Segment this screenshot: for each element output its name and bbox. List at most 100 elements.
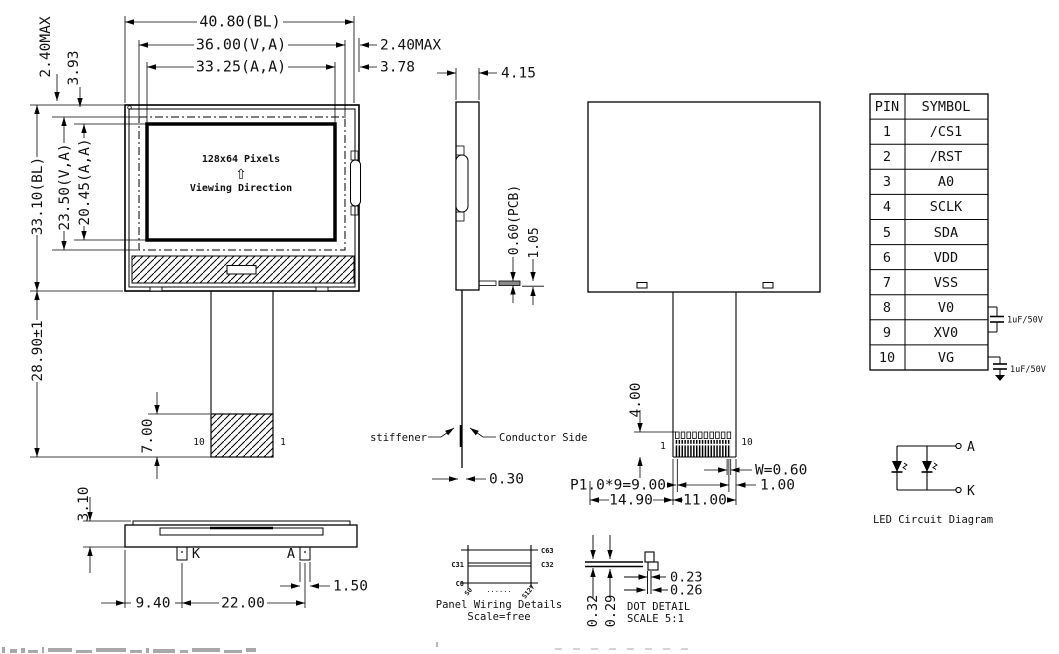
dim-tail-length: 28.90±1 [30,320,46,381]
dot-cell [644,551,655,563]
bottom-view-dimensions [83,497,330,608]
led-anode-label: A [967,440,975,455]
table-cell: VDD [934,250,958,266]
dim-edge-margin: 1.00 [760,478,795,494]
dim-contact-length: 7.00 [140,419,156,454]
wiring-dots: ...... [486,586,511,594]
dim-k-offset: 9.40 [136,596,171,612]
led-cathode-label: K [967,484,975,499]
cap1-label: 1uF/50V [1007,316,1043,326]
corner-mark [127,105,132,110]
cathode-terminal [955,486,962,494]
table-cell: SDA [934,225,958,241]
dim-width-bl: 40.80(BL) [199,13,280,31]
tail-pin1-label: 1 [280,437,286,448]
panel-wiring-diagram [461,545,538,588]
contact-comb [675,431,732,457]
dim-width-aa: 33.25(A,A) [196,58,286,76]
stiffener-label: stiffener [370,432,427,444]
dot-cell [647,561,659,571]
active-area-outline [145,122,337,242]
table-cell: 3 [883,174,891,190]
dim-height-va: 23.50(V,A) [57,143,73,230]
table-cell: 5 [883,225,891,241]
wiring-c31-label: C31 [451,561,464,569]
anode-terminal [955,442,962,450]
dim-offset: 14.90 [609,493,653,509]
table-cell: XV0 [934,325,958,341]
table-cell: 10 [879,350,895,366]
table-cell: 1 [883,124,891,140]
dim-side-width: 4.15 [501,66,536,82]
pin-a [299,546,311,561]
led-icon [892,461,902,472]
ground-icon [995,375,1005,381]
wiring-c0-label: C0 [456,580,464,588]
table-cell: 4 [883,199,891,215]
panel-wiring-title: Panel Wiring Details [436,599,562,611]
dim-fpc-thickness: 0.30 [489,472,524,488]
table-cell: 7 [883,275,891,291]
table-cell: A0 [938,174,954,190]
table-cell: 9 [883,325,891,341]
dim-tooth-width: W=0.60 [755,463,807,479]
dim-top-right-max: 2.40MAX [380,38,441,54]
viewing-area-outline [138,116,346,251]
dim-dot-h2: 0.29 [603,595,619,628]
dim-dot-w2: 0.26 [670,583,703,599]
dim-tail-width: 11.00 [683,493,727,509]
pin-table-header-symbol: SYMBOL [922,99,971,115]
rear-view-dimensions [589,410,756,505]
side-view [455,101,521,468]
dim-dot-w1: 0.23 [670,570,703,586]
capacitor-circuit [988,306,1007,381]
dim-total-thickness: 1.05 [527,227,542,258]
pin-table-header-pin: PIN [875,99,899,115]
front-top-dimensions [54,16,377,125]
dot-detail-diagram [585,535,668,598]
led-icon [922,461,932,472]
dot-detail-title: DOT DETAIL [627,601,690,613]
front-view [124,104,361,458]
dim-bottom-height: 3.10 [76,487,92,522]
wiring-s127-label: S127 [520,583,536,600]
front-left-dimensions [30,104,211,479]
dim-pcb-thickness: 0.60(PCB) [507,185,522,255]
led-circuit [891,442,962,494]
pin-table-rows: 1 /CS1 2 /RST 3 A0 4 SCLK 5 SDA 6 VDD 7 … [879,124,963,366]
dim-ka-span: 22.00 [221,596,265,612]
table-cell: V0 [938,300,954,316]
dim-top-left-max: 2.40MAX [38,16,54,77]
table-cell: 8 [883,300,891,316]
dim-pitch: P1.0*9=9.00 [570,478,666,494]
wiring-s0-label: S0 [463,586,474,597]
display-resolution-label: 128x64 Pixels [202,153,280,165]
label-a: A [287,546,295,562]
table-cell: /CS1 [930,124,963,140]
rear-view [587,101,821,458]
dim-top-right-offset: 3.78 [380,60,415,76]
label-k: K [192,546,201,562]
wiring-c32-label: C32 [541,561,554,569]
rear-pin1-label: 1 [660,441,666,452]
pin-table [869,93,989,371]
dim-height-bl: 33.10(BL) [30,157,46,236]
table-cell: VSS [934,275,958,291]
dim-top-left-offset: 3.93 [66,51,82,86]
dim-pin-width: 1.50 [333,579,368,595]
fpc-contact-area [210,413,274,458]
pin-k [176,546,188,561]
viewing-direction-arrow-icon: ⇧ [235,167,247,183]
wiring-c63-label: C63 [541,547,554,555]
panel-wiring-scale: Scale=free [467,611,530,623]
side-view-dimensions [428,68,544,482]
clipped-footer-text [2,642,438,653]
dim-dot-h1: 0.32 [585,595,601,628]
led-circuit-caption: LED Circuit Diagram [873,514,993,526]
table-cell: /RST [930,149,963,165]
table-cell: SCLK [930,199,963,215]
dim-width-va: 36.00(V,A) [196,36,286,54]
cap2-label: 1uF/50V [1010,365,1046,375]
